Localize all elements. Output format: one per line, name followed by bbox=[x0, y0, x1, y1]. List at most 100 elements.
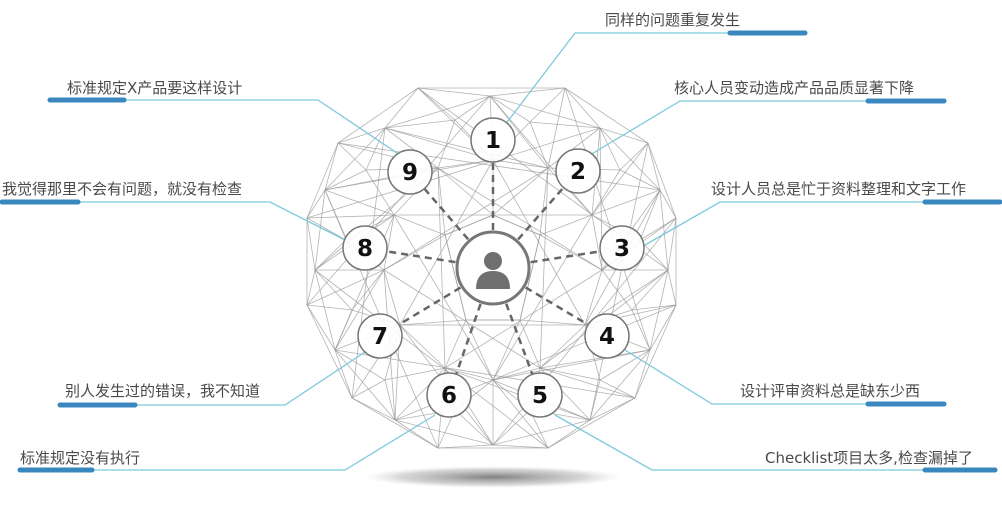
mesh-edge bbox=[314, 269, 353, 311]
mesh-edge bbox=[337, 87, 419, 144]
mesh-edge bbox=[324, 142, 339, 191]
node-2: 2 bbox=[555, 148, 601, 194]
mesh-edge bbox=[564, 87, 601, 129]
mesh-edge bbox=[314, 239, 347, 271]
issue-label-2: 核心人员变动造成产品品质显著下降 bbox=[674, 79, 915, 97]
mesh-edge bbox=[437, 119, 456, 169]
node-number-4: 4 bbox=[599, 324, 615, 350]
leader-line-6 bbox=[20, 414, 436, 471]
spoke-5 bbox=[505, 303, 534, 375]
mesh-edge bbox=[383, 167, 549, 271]
mesh-edge bbox=[591, 169, 621, 216]
mesh-edge bbox=[306, 217, 316, 271]
mesh-edge bbox=[547, 397, 636, 449]
mesh-edge bbox=[489, 95, 593, 216]
mesh-edge bbox=[306, 217, 347, 241]
mesh-edge bbox=[314, 189, 326, 271]
mesh-edge bbox=[306, 304, 353, 311]
mesh-edge bbox=[383, 234, 446, 271]
mesh-edge bbox=[337, 142, 661, 191]
mesh-edge bbox=[631, 304, 677, 311]
mesh-edge bbox=[334, 269, 385, 351]
mesh-edge bbox=[659, 189, 677, 219]
leader-line-4 bbox=[624, 349, 868, 405]
mesh-edge bbox=[564, 87, 651, 351]
mesh-edge bbox=[306, 127, 601, 219]
mesh-edge bbox=[365, 127, 386, 171]
node-number-2: 2 bbox=[570, 159, 586, 185]
mesh-edge bbox=[337, 142, 367, 171]
mesh-edge bbox=[393, 214, 446, 236]
spoke-3 bbox=[530, 250, 601, 264]
mesh-edge bbox=[539, 367, 636, 399]
spoke-7 bbox=[398, 286, 462, 326]
mesh-edge bbox=[589, 397, 636, 421]
mesh-edge bbox=[489, 95, 549, 169]
mesh-edge bbox=[589, 349, 651, 421]
mesh-edge bbox=[437, 444, 494, 449]
mesh-edge bbox=[539, 234, 603, 271]
mesh-edge bbox=[539, 349, 651, 369]
mesh-edge bbox=[599, 127, 649, 144]
mesh-edge bbox=[591, 189, 661, 216]
mesh-edge bbox=[634, 349, 651, 399]
mesh-edge bbox=[399, 319, 467, 326]
node-7: 7 bbox=[357, 313, 403, 359]
node-number-7: 7 bbox=[372, 324, 388, 350]
mesh-edge bbox=[314, 269, 336, 351]
mesh-edge bbox=[444, 367, 494, 381]
node-5: 5 bbox=[517, 372, 563, 418]
mesh-edge bbox=[417, 87, 491, 97]
mesh-edge bbox=[619, 142, 649, 171]
mesh-edge bbox=[539, 324, 586, 369]
mesh-edge bbox=[547, 87, 566, 169]
mesh-edge bbox=[399, 159, 494, 326]
mesh-edge bbox=[519, 234, 541, 321]
center-node bbox=[455, 230, 531, 306]
mesh-edge bbox=[383, 214, 395, 271]
mesh-edge bbox=[384, 87, 419, 129]
mesh-edge bbox=[634, 304, 677, 399]
mesh-edge bbox=[394, 419, 494, 446]
mesh-edge bbox=[539, 167, 549, 369]
mesh-edge bbox=[393, 214, 494, 381]
mesh-edge bbox=[334, 349, 353, 399]
leader-line-9 bbox=[50, 99, 401, 156]
mesh-edge bbox=[667, 217, 677, 271]
mesh-edge bbox=[599, 127, 661, 191]
mesh-edge bbox=[454, 95, 491, 121]
mesh-edge bbox=[647, 142, 661, 191]
mesh-edge bbox=[492, 159, 586, 326]
mesh-edge bbox=[659, 189, 669, 271]
mesh-edge bbox=[394, 419, 439, 449]
mesh-edge bbox=[334, 349, 396, 421]
mesh-edge bbox=[384, 379, 396, 421]
mesh-edge bbox=[383, 269, 401, 326]
mesh-edge bbox=[384, 127, 549, 169]
mesh-edge bbox=[489, 87, 566, 97]
mesh-edge bbox=[306, 189, 326, 219]
mesh-edge bbox=[492, 419, 591, 446]
mesh-edge bbox=[306, 142, 339, 219]
node-number-8: 8 bbox=[357, 236, 373, 262]
node-number-1: 1 bbox=[485, 128, 501, 154]
spoke-4 bbox=[524, 286, 589, 326]
mesh-edge bbox=[599, 349, 651, 381]
mesh-edge bbox=[306, 269, 385, 306]
mesh-edge bbox=[599, 379, 636, 399]
mesh-edge bbox=[584, 269, 603, 326]
mesh-edge bbox=[564, 87, 649, 144]
mesh-edge bbox=[306, 269, 316, 306]
mesh-edge bbox=[547, 127, 601, 169]
mesh-edge bbox=[417, 87, 456, 121]
node-6: 6 bbox=[426, 372, 472, 418]
node-8: 8 bbox=[342, 225, 388, 271]
mesh-edge bbox=[639, 239, 669, 271]
dashed-spokes bbox=[386, 162, 601, 375]
mesh-edge bbox=[539, 367, 601, 381]
mesh-edge bbox=[529, 121, 601, 129]
mesh-edge bbox=[306, 304, 353, 399]
leader-line-5 bbox=[554, 414, 925, 471]
leader-lines bbox=[0, 30, 1002, 473]
